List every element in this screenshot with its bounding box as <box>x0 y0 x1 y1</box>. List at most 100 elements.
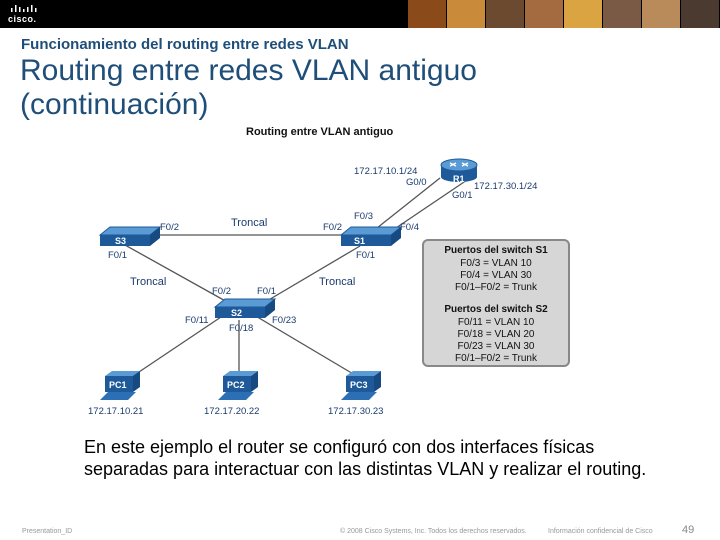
page-title-line: Routing entre redes VLAN antiguo <box>20 54 477 87</box>
pc-monitor <box>223 376 251 392</box>
s1-port-line: F0/4 = VLAN 30 <box>460 270 532 281</box>
s2-port-line: F0/11 = VLAN 10 <box>457 317 535 328</box>
s1-port-right: F0/4 <box>400 222 419 233</box>
s2-port-bottom: F0/18 <box>229 323 253 334</box>
pc-top <box>346 371 381 376</box>
pc1[interactable]: PC1 <box>100 371 140 400</box>
router-arrows-icon <box>449 162 469 167</box>
cisco-bars-icon <box>11 5 37 12</box>
link-s2-pc3 <box>253 314 361 379</box>
links <box>124 177 471 379</box>
s2-port-tl: F0/2 <box>212 286 231 297</box>
caption-text: En este ejemplo el router se configuró c… <box>84 437 647 479</box>
pc-keyboard <box>341 392 377 400</box>
switch-side <box>265 299 275 318</box>
banner-photo <box>564 0 603 28</box>
pc-keyboard <box>100 392 136 400</box>
logo-text: cisco. <box>8 14 37 24</box>
pc-side <box>133 371 140 392</box>
page-title: Routing entre redes VLAN antiguo (contin… <box>20 54 477 122</box>
pc-name: PC2 <box>227 380 245 390</box>
link-s2-pc1 <box>129 314 225 379</box>
s3-port-bottom: F0/1 <box>108 250 127 261</box>
switch-side <box>391 227 401 246</box>
pc-monitor <box>346 376 374 392</box>
router-r1[interactable]: R1 <box>440 158 478 184</box>
pc-keyboard <box>218 392 254 400</box>
switch-body <box>100 235 150 246</box>
router-base <box>441 172 477 182</box>
s1-ports-heading: Puertos del switch S1 <box>444 245 548 256</box>
pc-side <box>374 371 381 392</box>
footer-confidential: Información confidencial de Cisco <box>548 528 653 535</box>
pc-monitor <box>105 376 133 392</box>
router-name: R1 <box>453 174 465 184</box>
page-title-line: (continuación) <box>20 88 209 121</box>
pc-top <box>105 371 140 376</box>
r1-port-g00: G0/0 <box>406 177 427 188</box>
s2-port-line: F0/1–F0/2 = Trunk <box>455 353 537 364</box>
switch-s2[interactable]: S2 <box>213 298 277 318</box>
cisco-logo: cisco. <box>8 4 44 24</box>
r1-port-g01: G0/1 <box>452 190 473 201</box>
section-subtitle: Funcionamiento del routing entre redes V… <box>21 36 349 53</box>
pc3[interactable]: PC3 <box>341 371 381 400</box>
banner-photo <box>408 0 447 28</box>
trunk-label: Troncal <box>231 217 267 229</box>
switch-top <box>98 226 162 236</box>
link-s3-s2 <box>124 244 239 309</box>
s1-port-top: F0/3 <box>354 211 373 222</box>
switch-side <box>150 227 160 246</box>
banner-photo <box>486 0 525 28</box>
s3-port-right: F0/2 <box>160 222 179 233</box>
switch-s1[interactable]: S1 <box>339 226 403 246</box>
trunk-label: Troncal <box>130 276 166 288</box>
switch-name: S1 <box>354 236 365 246</box>
trunk-label: Troncal <box>319 276 355 288</box>
switch-top <box>213 298 277 308</box>
r1-ip-g01: 172.17.30.1/24 <box>474 181 537 192</box>
banner-photo <box>525 0 564 28</box>
banner-photos <box>408 0 720 28</box>
r1-ip-g00: 172.17.10.1/24 <box>354 166 417 177</box>
banner-photo <box>681 0 720 28</box>
switch-name: S3 <box>115 236 126 246</box>
network-diagram: Routing entre VLAN antiguo R1 172.17.10.… <box>88 126 537 417</box>
switch-name: S2 <box>231 308 242 318</box>
s2-port-tr: F0/1 <box>257 286 276 297</box>
pc2-ip: 172.17.20.22 <box>204 406 259 417</box>
s2-ports-heading: Puertos del switch S2 <box>444 304 548 315</box>
switch-body <box>341 235 391 246</box>
footer-presentation-id: Presentation_ID <box>22 528 73 535</box>
pc3-ip: 172.17.30.23 <box>328 406 383 417</box>
link-r1-s1-g01 <box>389 177 471 233</box>
pc-name: PC3 <box>350 380 368 390</box>
s2-port-line: F0/23 = VLAN 30 <box>457 341 535 352</box>
pc-side <box>251 371 258 392</box>
footer-copyright: © 2008 Cisco Systems, Inc. Todos los der… <box>340 528 527 535</box>
banner-photo <box>447 0 486 28</box>
switch-body <box>215 307 265 318</box>
pc-name: PC1 <box>109 380 127 390</box>
router-top <box>440 158 478 172</box>
banner-photo <box>603 0 642 28</box>
link-s1-s2 <box>254 245 361 309</box>
s1-port-bottom: F0/1 <box>356 250 375 261</box>
page-number: 49 <box>682 524 695 536</box>
s1-port-line: F0/1–F0/2 = Trunk <box>455 282 537 293</box>
s2-port-right: F0/23 <box>272 315 296 326</box>
s2-port-line: F0/18 = VLAN 20 <box>457 329 535 340</box>
pc1-ip: 172.17.10.21 <box>88 406 143 417</box>
switch-ports-box: Puertos del switch S1 F0/3 = VLAN 10 F0/… <box>422 239 570 367</box>
diagram-heading: Routing entre VLAN antiguo <box>246 126 394 138</box>
top-banner: cisco. <box>0 0 720 28</box>
banner-photo <box>642 0 681 28</box>
s1-port-line: F0/3 = VLAN 10 <box>460 258 532 269</box>
switch-s3[interactable]: S3 <box>98 226 162 246</box>
s2-port-left: F0/11 <box>185 315 209 326</box>
s1-port-left: F0/2 <box>323 222 342 233</box>
switch-top <box>339 226 403 236</box>
pc-top <box>223 371 258 376</box>
pc2[interactable]: PC2 <box>218 371 258 400</box>
link-r1-s1-g00 <box>371 177 441 233</box>
